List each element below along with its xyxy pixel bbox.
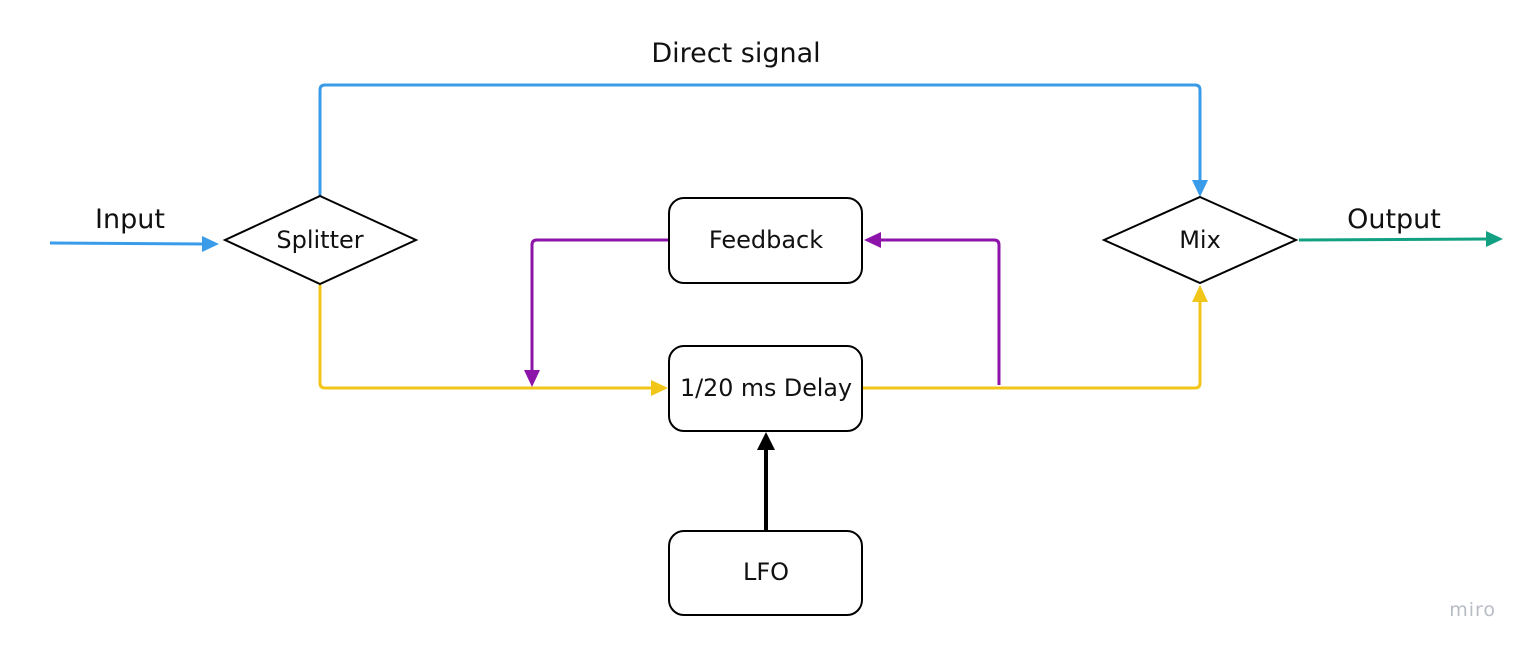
input-connector bbox=[49, 236, 219, 252]
delay-label: 1/20 ms Delay bbox=[680, 374, 852, 402]
direct-signal-label: Direct signal bbox=[651, 38, 820, 69]
feedback-to-delay-arrowhead bbox=[524, 370, 540, 387]
output-line bbox=[1298, 237, 1490, 242]
delay-to-mix-arrowhead bbox=[1192, 285, 1208, 302]
delay-to-mix-line bbox=[863, 299, 1202, 390]
delay-node: 1/20 ms Delay bbox=[668, 345, 863, 432]
output-connector bbox=[1298, 231, 1503, 247]
splitter-shape bbox=[222, 194, 419, 286]
input-label: Input bbox=[95, 204, 165, 235]
splitter-to-delay-line bbox=[318, 285, 655, 390]
feedback-label: Feedback bbox=[709, 226, 823, 254]
lfo-shape bbox=[668, 530, 863, 616]
input-arrowhead bbox=[202, 236, 219, 252]
splitter-to-delay-arrowhead bbox=[651, 380, 668, 396]
feedback-to-delay-connector bbox=[524, 238, 668, 387]
feedback-node: Feedback bbox=[668, 197, 863, 284]
output-label: Output bbox=[1347, 204, 1441, 235]
mix-shape bbox=[1101, 195, 1299, 285]
direct-signal-connector bbox=[318, 83, 1208, 197]
miro-watermark: miro bbox=[1449, 599, 1496, 621]
delay-to-feedback-arrowhead bbox=[864, 232, 881, 248]
delay-shape bbox=[668, 345, 863, 432]
mix-label: Mix bbox=[1179, 226, 1221, 254]
input-line bbox=[49, 241, 207, 246]
feedback-to-delay-line bbox=[530, 238, 668, 373]
direct-signal-arrowhead bbox=[1192, 180, 1208, 197]
delay-to-feedback-line bbox=[878, 238, 1001, 385]
splitter-label: Splitter bbox=[276, 226, 363, 254]
splitter-to-delay-connector bbox=[318, 285, 668, 396]
splitter-node: Splitter bbox=[222, 194, 419, 286]
feedback-shape bbox=[668, 197, 863, 284]
mix-node: Mix bbox=[1101, 195, 1299, 285]
delay-to-feedback-connector bbox=[864, 232, 1001, 385]
lfo-to-delay-arrowhead bbox=[757, 432, 775, 450]
lfo-to-delay-connector bbox=[757, 432, 775, 530]
output-arrowhead bbox=[1486, 231, 1503, 247]
lfo-label: LFO bbox=[743, 558, 789, 586]
delay-to-mix-connector bbox=[863, 285, 1208, 390]
lfo-node: LFO bbox=[668, 530, 863, 616]
direct-signal-line bbox=[318, 83, 1202, 196]
